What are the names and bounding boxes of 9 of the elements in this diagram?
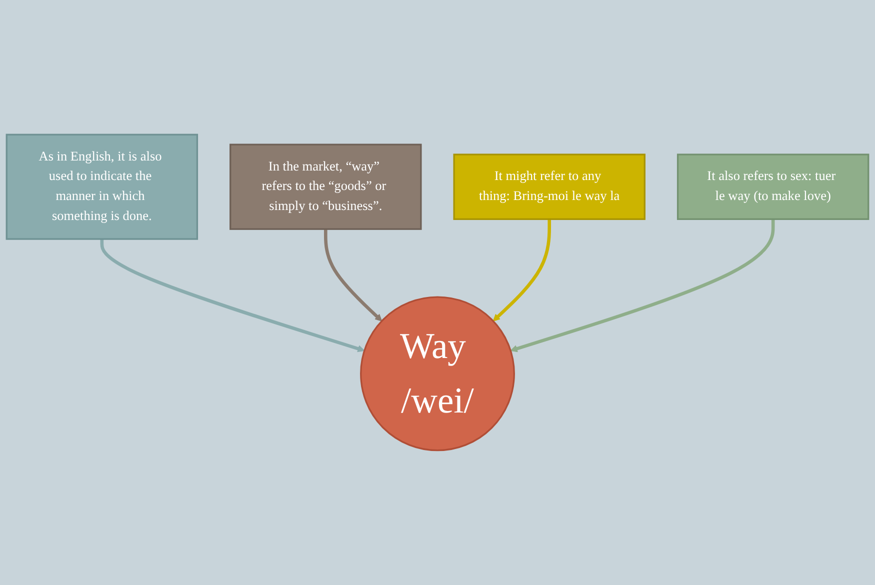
node-box: It also refers to sex: tuer le way (to make love) <box>676 154 870 220</box>
arrow <box>324 229 382 322</box>
arrow <box>510 219 775 352</box>
arrow <box>492 219 552 322</box>
node-box: In the market, “way” refers to the “goods” or simply to “business”. <box>230 144 422 230</box>
node-box: As in English, it is also used to indicate the manner in which something is done. <box>6 134 198 240</box>
arrow <box>100 239 365 352</box>
node-circle: Way /wei/ <box>360 296 515 452</box>
node-box: It might refer to any thing: Bring-moi le way la <box>453 154 646 220</box>
